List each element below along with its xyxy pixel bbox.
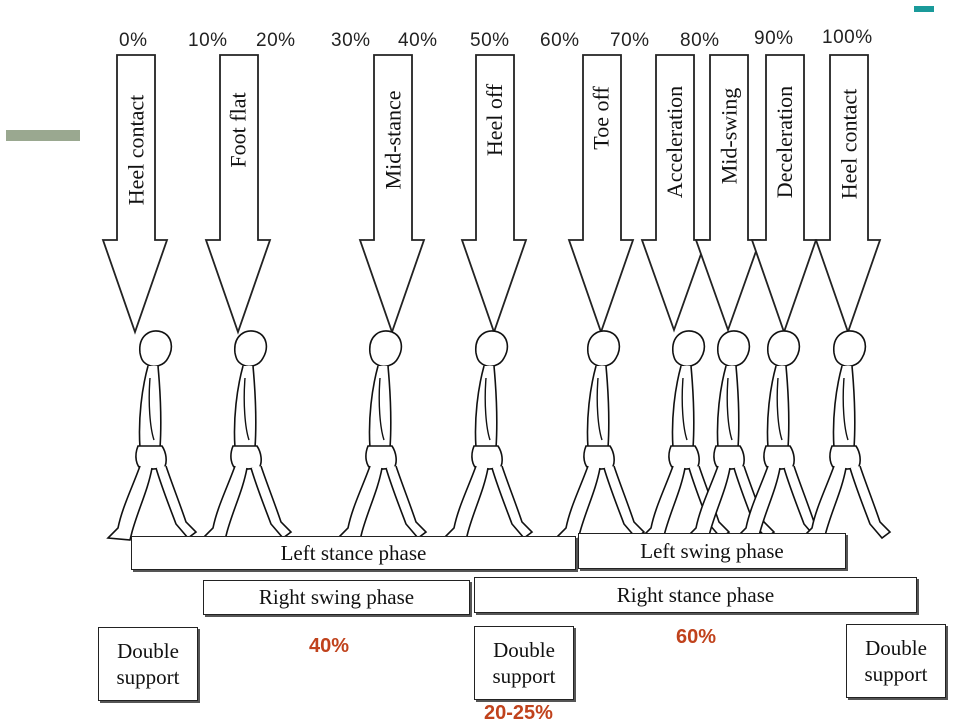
double-support-percent-label: 20-25% <box>484 702 553 724</box>
double-support-box-start: Double support <box>98 627 198 701</box>
arrow-toe-off <box>567 54 635 335</box>
pct-80: 80% <box>680 30 720 51</box>
double-support-box-end: Double support <box>846 624 946 698</box>
double-support-line2: support <box>116 665 180 689</box>
double-support-line1: Double <box>117 638 179 663</box>
swing-percent-label: 40% <box>309 635 350 657</box>
decor-bar-left <box>6 130 80 141</box>
double-support-line2: support <box>864 662 928 686</box>
pct-30: 30% <box>331 30 371 51</box>
arrow-heel-contact <box>101 54 169 335</box>
left-stance-phase-bar: Left stance phase <box>131 536 576 570</box>
double-support-box-middle: Double support <box>474 626 574 700</box>
pct-10: 10% <box>188 30 228 51</box>
arrow-mid-stance <box>358 54 426 335</box>
decor-bar-teal <box>914 6 934 12</box>
pct-100: 100% <box>822 27 873 48</box>
arrow-foot-flat <box>204 54 272 335</box>
arrow-acceleration <box>640 54 708 333</box>
double-support-line1: Double <box>493 637 555 662</box>
left-swing-phase-bar: Left swing phase <box>578 533 846 569</box>
double-support-line2: support <box>492 664 556 688</box>
pct-90: 90% <box>754 28 794 49</box>
pct-60: 60% <box>540 30 580 51</box>
pct-70: 70% <box>610 30 650 51</box>
arrow-deceleration <box>750 54 818 335</box>
pct-50: 50% <box>470 30 510 51</box>
event-arrows <box>101 54 882 335</box>
double-support-line1: Double <box>865 635 927 660</box>
stance-percent-label: 60% <box>676 626 717 648</box>
event-label-heel-contact-end: Heel contact <box>836 88 861 200</box>
pct-0: 0% <box>119 30 148 51</box>
walking-figures <box>107 330 891 541</box>
arrow-heel-contact-end <box>814 54 882 335</box>
pct-20: 20% <box>256 30 296 51</box>
arrow-heel-off <box>460 54 528 335</box>
right-swing-phase-bar: Right swing phase <box>203 580 470 615</box>
right-stance-phase-bar: Right stance phase <box>474 577 917 613</box>
arrow-mid-swing <box>694 54 762 333</box>
event-label-foot-flat: Foot flat <box>225 92 251 168</box>
pct-40: 40% <box>398 30 438 51</box>
